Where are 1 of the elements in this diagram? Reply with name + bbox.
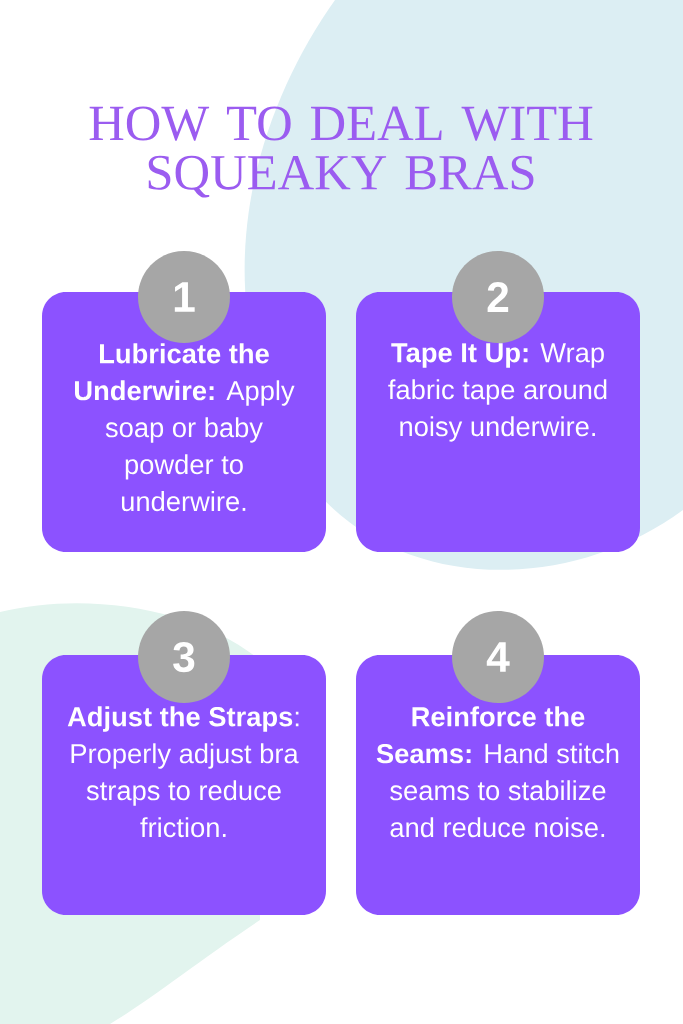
title: HOW TO DEAL WITH SQUEAKY BRAS [89, 106, 593, 198]
